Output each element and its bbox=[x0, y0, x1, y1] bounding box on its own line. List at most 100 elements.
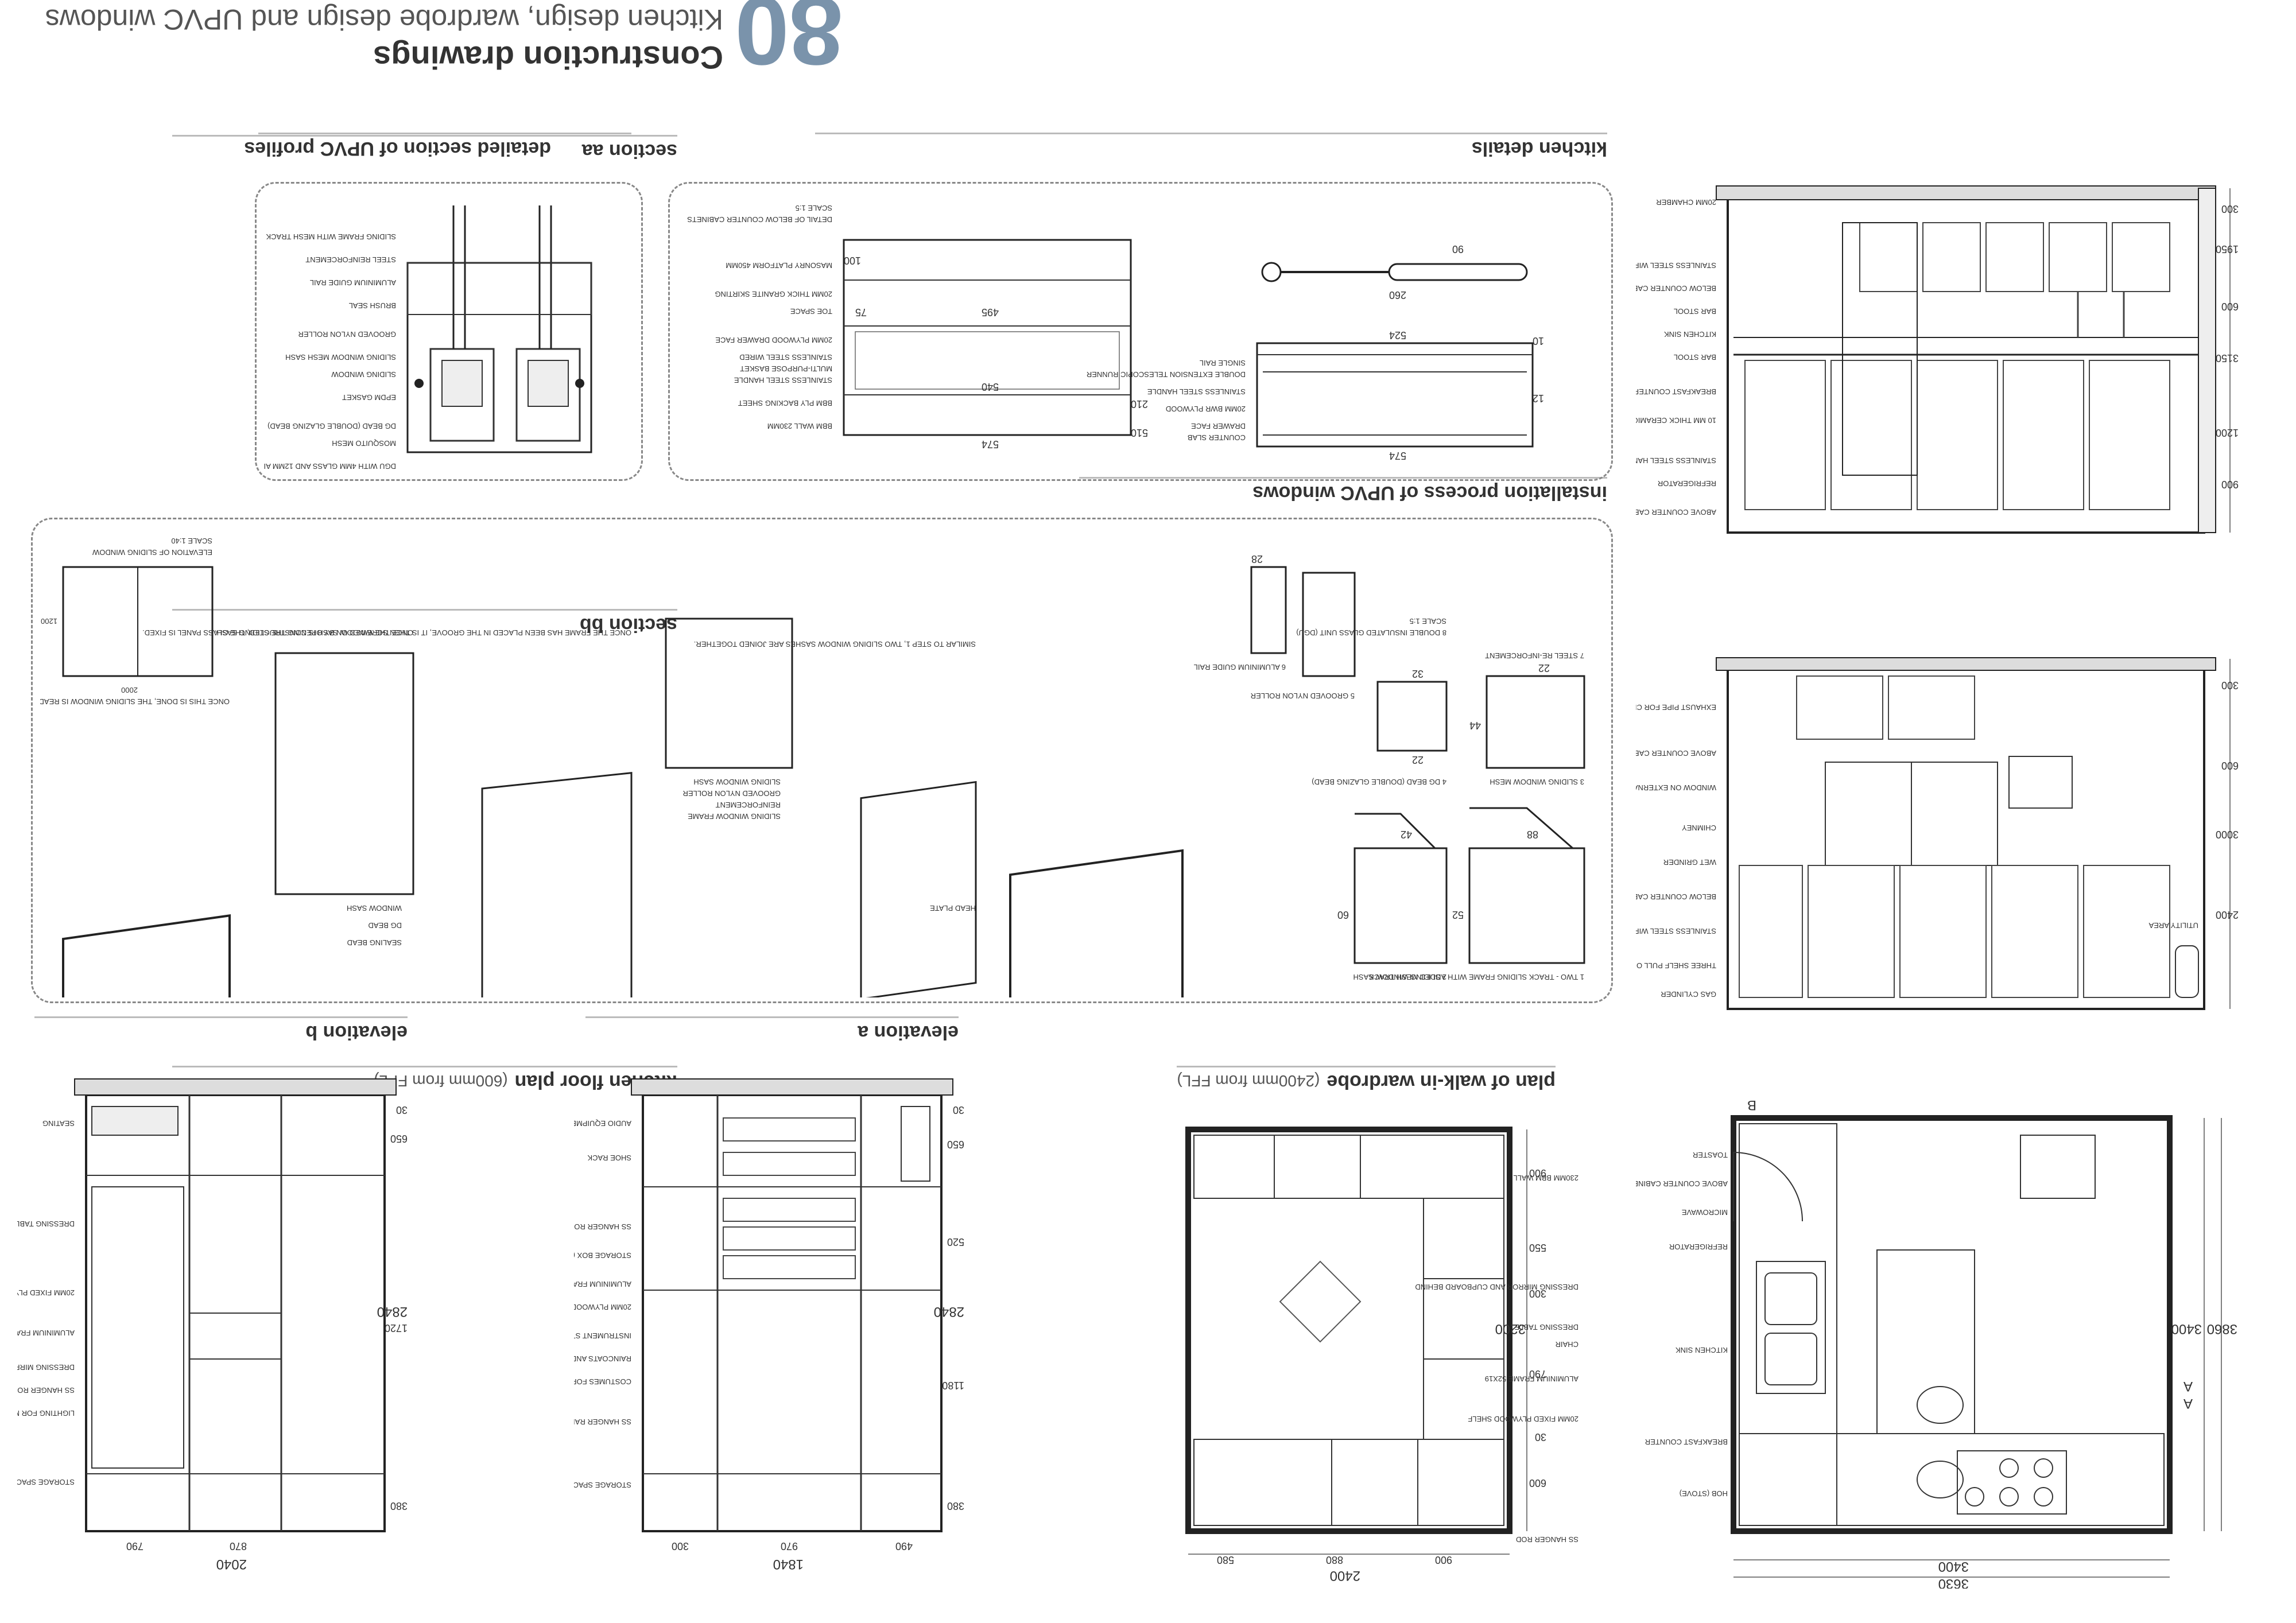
installation-dims: 88 52 42 60 44 22 32 22 28 bbox=[1251, 553, 1550, 921]
upvc-label: SLIDING FRAME WITH MESH TRACK bbox=[266, 232, 396, 241]
installation-part: WINDOW SASH bbox=[347, 904, 402, 913]
elevation-b-label: DRESSING TABLE bbox=[17, 1220, 75, 1228]
section-bb-drawing: GAS CYLINDER THREE SHELF PULL OUT CARAME… bbox=[1636, 657, 2239, 1010]
section-aa-refrigerator bbox=[1842, 222, 1918, 476]
wardrobe-plan-note: (2400mm from FFL) bbox=[1177, 1072, 1320, 1090]
upvc-profile-section bbox=[406, 205, 592, 453]
elevation-b-dim: 870 bbox=[230, 1540, 247, 1552]
kitchen-plan-hob bbox=[1957, 1450, 2067, 1515]
kitchen-details-right-dim: 574 bbox=[982, 438, 999, 450]
installation-part: 2000 bbox=[121, 686, 138, 694]
section-bb-upper-cabinets bbox=[1796, 675, 1975, 740]
installation-part: 8 DOUBLE INSULATED GLASS UNIT (DGU) bbox=[1296, 628, 1446, 637]
wardrobe-plan-label: SS HANGER ROD bbox=[1516, 1535, 1578, 1544]
installation-note: ONCE THE FRAME HAS BEEN PLACED IN THE GR… bbox=[215, 628, 631, 637]
section-bb-label: WINDOW ON EXTERNAL WALL bbox=[1636, 783, 1716, 792]
kitchen-details-right-dim: 540 bbox=[982, 381, 999, 393]
elevation-a-dim: 2840 bbox=[934, 1304, 964, 1319]
section-aa-side-wall bbox=[2198, 188, 2216, 533]
elevation-a-rule bbox=[585, 1016, 959, 1018]
installation-note: ONCE THIS IS DONE, THE SLIDING WINDOW IS… bbox=[40, 697, 230, 706]
section-bb-chimney bbox=[2008, 756, 2073, 809]
installation-part: 2 SLIDING WINDOW SASH bbox=[1353, 973, 1446, 981]
section-aa-drawing: ABOVE COUNTER CABINETS REFRIGERATOR STAI… bbox=[1636, 185, 2239, 534]
kitchen-details-dim: 90 bbox=[1452, 243, 1464, 255]
section-bb-dim: 600 bbox=[2221, 760, 2239, 771]
section-aa-dim: 300 bbox=[2221, 203, 2239, 215]
wardrobe-plan-hanging-units bbox=[1193, 1135, 1504, 1526]
wardrobe-plan-dim: 790 bbox=[1529, 1368, 1546, 1380]
installation-title: installation process of UPVC windows bbox=[1252, 482, 1607, 504]
elevation-a-dim: 650 bbox=[947, 1139, 964, 1150]
elevation-b-label: ALUMINIUM FRAME 52X19 bbox=[17, 1329, 75, 1337]
wardrobe-plan-dim: 600 bbox=[1529, 1477, 1546, 1489]
section-aa-label: KITCHEN SINK bbox=[1664, 330, 1716, 339]
drawer-runner-detail bbox=[1256, 342, 1534, 448]
kitchen-details-rule bbox=[815, 133, 1607, 134]
upvc-profiles-drawing: DGU WITH 4MM GLASS AND 12MM AIR GAP MOSQ… bbox=[264, 205, 592, 471]
kitchen-plan-door-swing bbox=[1733, 1151, 1803, 1222]
elevation-a-label: ALUMINIUM FRAME 52X19 bbox=[574, 1280, 631, 1288]
elevation-a-dim: 970 bbox=[781, 1540, 798, 1552]
installation-dim: 28 bbox=[1251, 553, 1263, 565]
section-bb-labels: GAS CYLINDER THREE SHELF PULL OUT CARAME… bbox=[1636, 703, 2198, 999]
wardrobe-plan-label: ALUMINIUM FRAME 52X19 bbox=[1485, 1374, 1578, 1383]
installation-part: SLIDING WINDOW SASH bbox=[693, 778, 781, 786]
installation-part: ELEVATION OF SLIDING WINDOW bbox=[92, 548, 212, 557]
elevation-b-label: DRESSING MIRROR bbox=[17, 1363, 75, 1372]
kitchen-plan-counter-side bbox=[1739, 1123, 1837, 1526]
kitchen-plan-sink bbox=[1756, 1261, 1826, 1394]
wardrobe-plan-drawing: SS HANGER ROD 20MM FIXED PLYWOOD SHELF A… bbox=[1185, 1127, 1578, 1583]
kitchen-details-right-label: BBM PLY BACKING SHEET bbox=[738, 399, 832, 407]
installation-step-frames bbox=[62, 566, 1184, 997]
elevation-b-label: LIGHTING FOR MIRROR bbox=[17, 1409, 75, 1418]
kitchen-plan-label: MICROWAVE bbox=[1682, 1208, 1728, 1217]
installation-part: REINFORCEMENT bbox=[716, 801, 781, 809]
elevation-b-title: elevation b bbox=[305, 1022, 408, 1043]
installation-dim: 42 bbox=[1401, 829, 1412, 840]
kitchen-details-right-label: MASONRY PLATFORM 450MM bbox=[726, 261, 832, 270]
elevation-a-labels: AUDIO EQUIPMENT SHOE RACK SS HANGER ROD … bbox=[574, 1119, 631, 1489]
kitchen-details-right-label: 20MM THICK GRANITE SKIRTING bbox=[715, 290, 832, 298]
section-aa-bar-stools bbox=[2077, 292, 2125, 337]
wardrobe-plan-rug bbox=[1279, 1260, 1362, 1343]
upvc-label: SLIDING WINDOW bbox=[331, 370, 396, 379]
section-aa-label: BELOW COUNTER CABINETS bbox=[1636, 284, 1716, 293]
section-marker-a: A bbox=[2183, 1396, 2193, 1411]
kitchen-plan-dim: 3630 bbox=[1938, 1576, 1969, 1589]
kitchen-plan-counter-top bbox=[1739, 1433, 2165, 1526]
section-aa-labels: ABOVE COUNTER CABINETS REFRIGERATOR STAI… bbox=[1636, 198, 1716, 517]
section-aa-label: STAINLESS STEEL HANDLES bbox=[1636, 456, 1716, 465]
section-bb-label: ABOVE COUNTER CABINETS bbox=[1636, 749, 1716, 758]
wardrobe-plan-walls bbox=[1185, 1127, 1512, 1534]
wardrobe-plan-label: DRESSING TABLE bbox=[1514, 1323, 1578, 1331]
kitchen-details-drawing: COUNTER SLAB DRAWER FACE 20MM BWR PLYWOO… bbox=[687, 204, 1544, 461]
installation-part: SLIDING WINDOW FRAME bbox=[688, 812, 781, 821]
sheet-number: 80 bbox=[735, 0, 844, 85]
installation-note: SIMILAR TO STEP 1, TWO SLIDING WINDOW SA… bbox=[694, 640, 976, 649]
upvc-label: MOSQUITO MESH bbox=[332, 439, 396, 448]
section-aa-label: BAR STOOL bbox=[1674, 307, 1716, 316]
section-aa-dim: 3150 bbox=[2216, 352, 2239, 364]
kitchen-details-dim: 12 bbox=[1533, 393, 1544, 404]
elevation-a-label: STORAGE BOX (PULL-OUT) bbox=[574, 1251, 631, 1260]
wardrobe-plan-dim: 880 bbox=[1326, 1554, 1343, 1566]
wardrobe-plan-dim: 550 bbox=[1529, 1242, 1546, 1253]
elevation-b-rule bbox=[34, 1016, 408, 1018]
elevation-b-drawing: 2840 2040 650 1720 380 790 870 30 SEATIN… bbox=[17, 1078, 408, 1572]
section-aa-label: 10 MM THICK CERAMIC GLAZED TILES bbox=[1636, 416, 1716, 425]
kitchen-details-right-label: SCALE 1:5 bbox=[796, 204, 832, 212]
elevation-b-dressing-mirror bbox=[91, 1186, 184, 1469]
wardrobe-plan-label: 20MM FIXED PLYWOOD SHELF bbox=[1468, 1415, 1578, 1423]
below-counter-cabinet-detail bbox=[843, 239, 1132, 436]
section-aa-label: BREAKFAST COUNTER bbox=[1636, 387, 1716, 396]
kitchen-plan-label: REFRIGERATOR bbox=[1669, 1243, 1728, 1251]
kitchen-plan-labels: TOASTER ABOVE COUNTER CABINETS MICROWAVE… bbox=[1636, 1151, 1728, 1498]
wardrobe-plan-dim: 30 bbox=[1535, 1431, 1546, 1443]
elevation-a-label: RAINCOATS AND LONG CLOTHES bbox=[574, 1354, 631, 1363]
gas-strut-detail bbox=[1261, 262, 1528, 282]
elevation-a-dim: 520 bbox=[947, 1236, 964, 1248]
